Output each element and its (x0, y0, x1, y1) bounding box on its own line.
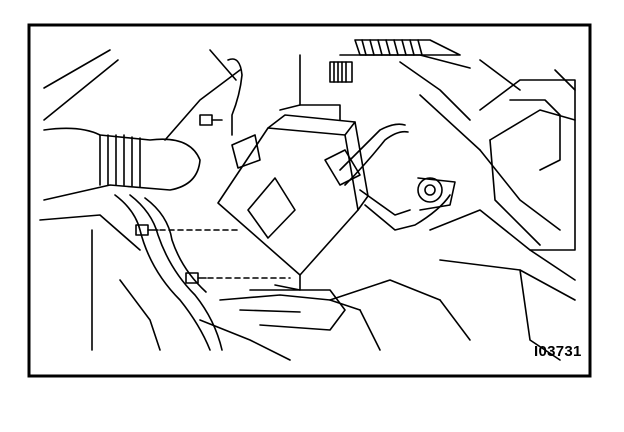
screw-top (199, 114, 223, 126)
dashboard-structure (39, 49, 561, 361)
frame-border (27, 23, 592, 378)
servo-motor-actuator (217, 114, 369, 291)
knob-top (329, 61, 353, 83)
right-housing (429, 59, 576, 361)
figure-code: I03731 (534, 343, 582, 360)
wiring-harness (43, 127, 223, 351)
mounting-screw-1 (135, 224, 159, 236)
linkage-lever (339, 123, 456, 231)
mounting-screw-2 (185, 272, 207, 284)
ribbed-panel (354, 39, 461, 56)
lower-bracket (239, 289, 346, 331)
cable-loop (227, 58, 243, 136)
